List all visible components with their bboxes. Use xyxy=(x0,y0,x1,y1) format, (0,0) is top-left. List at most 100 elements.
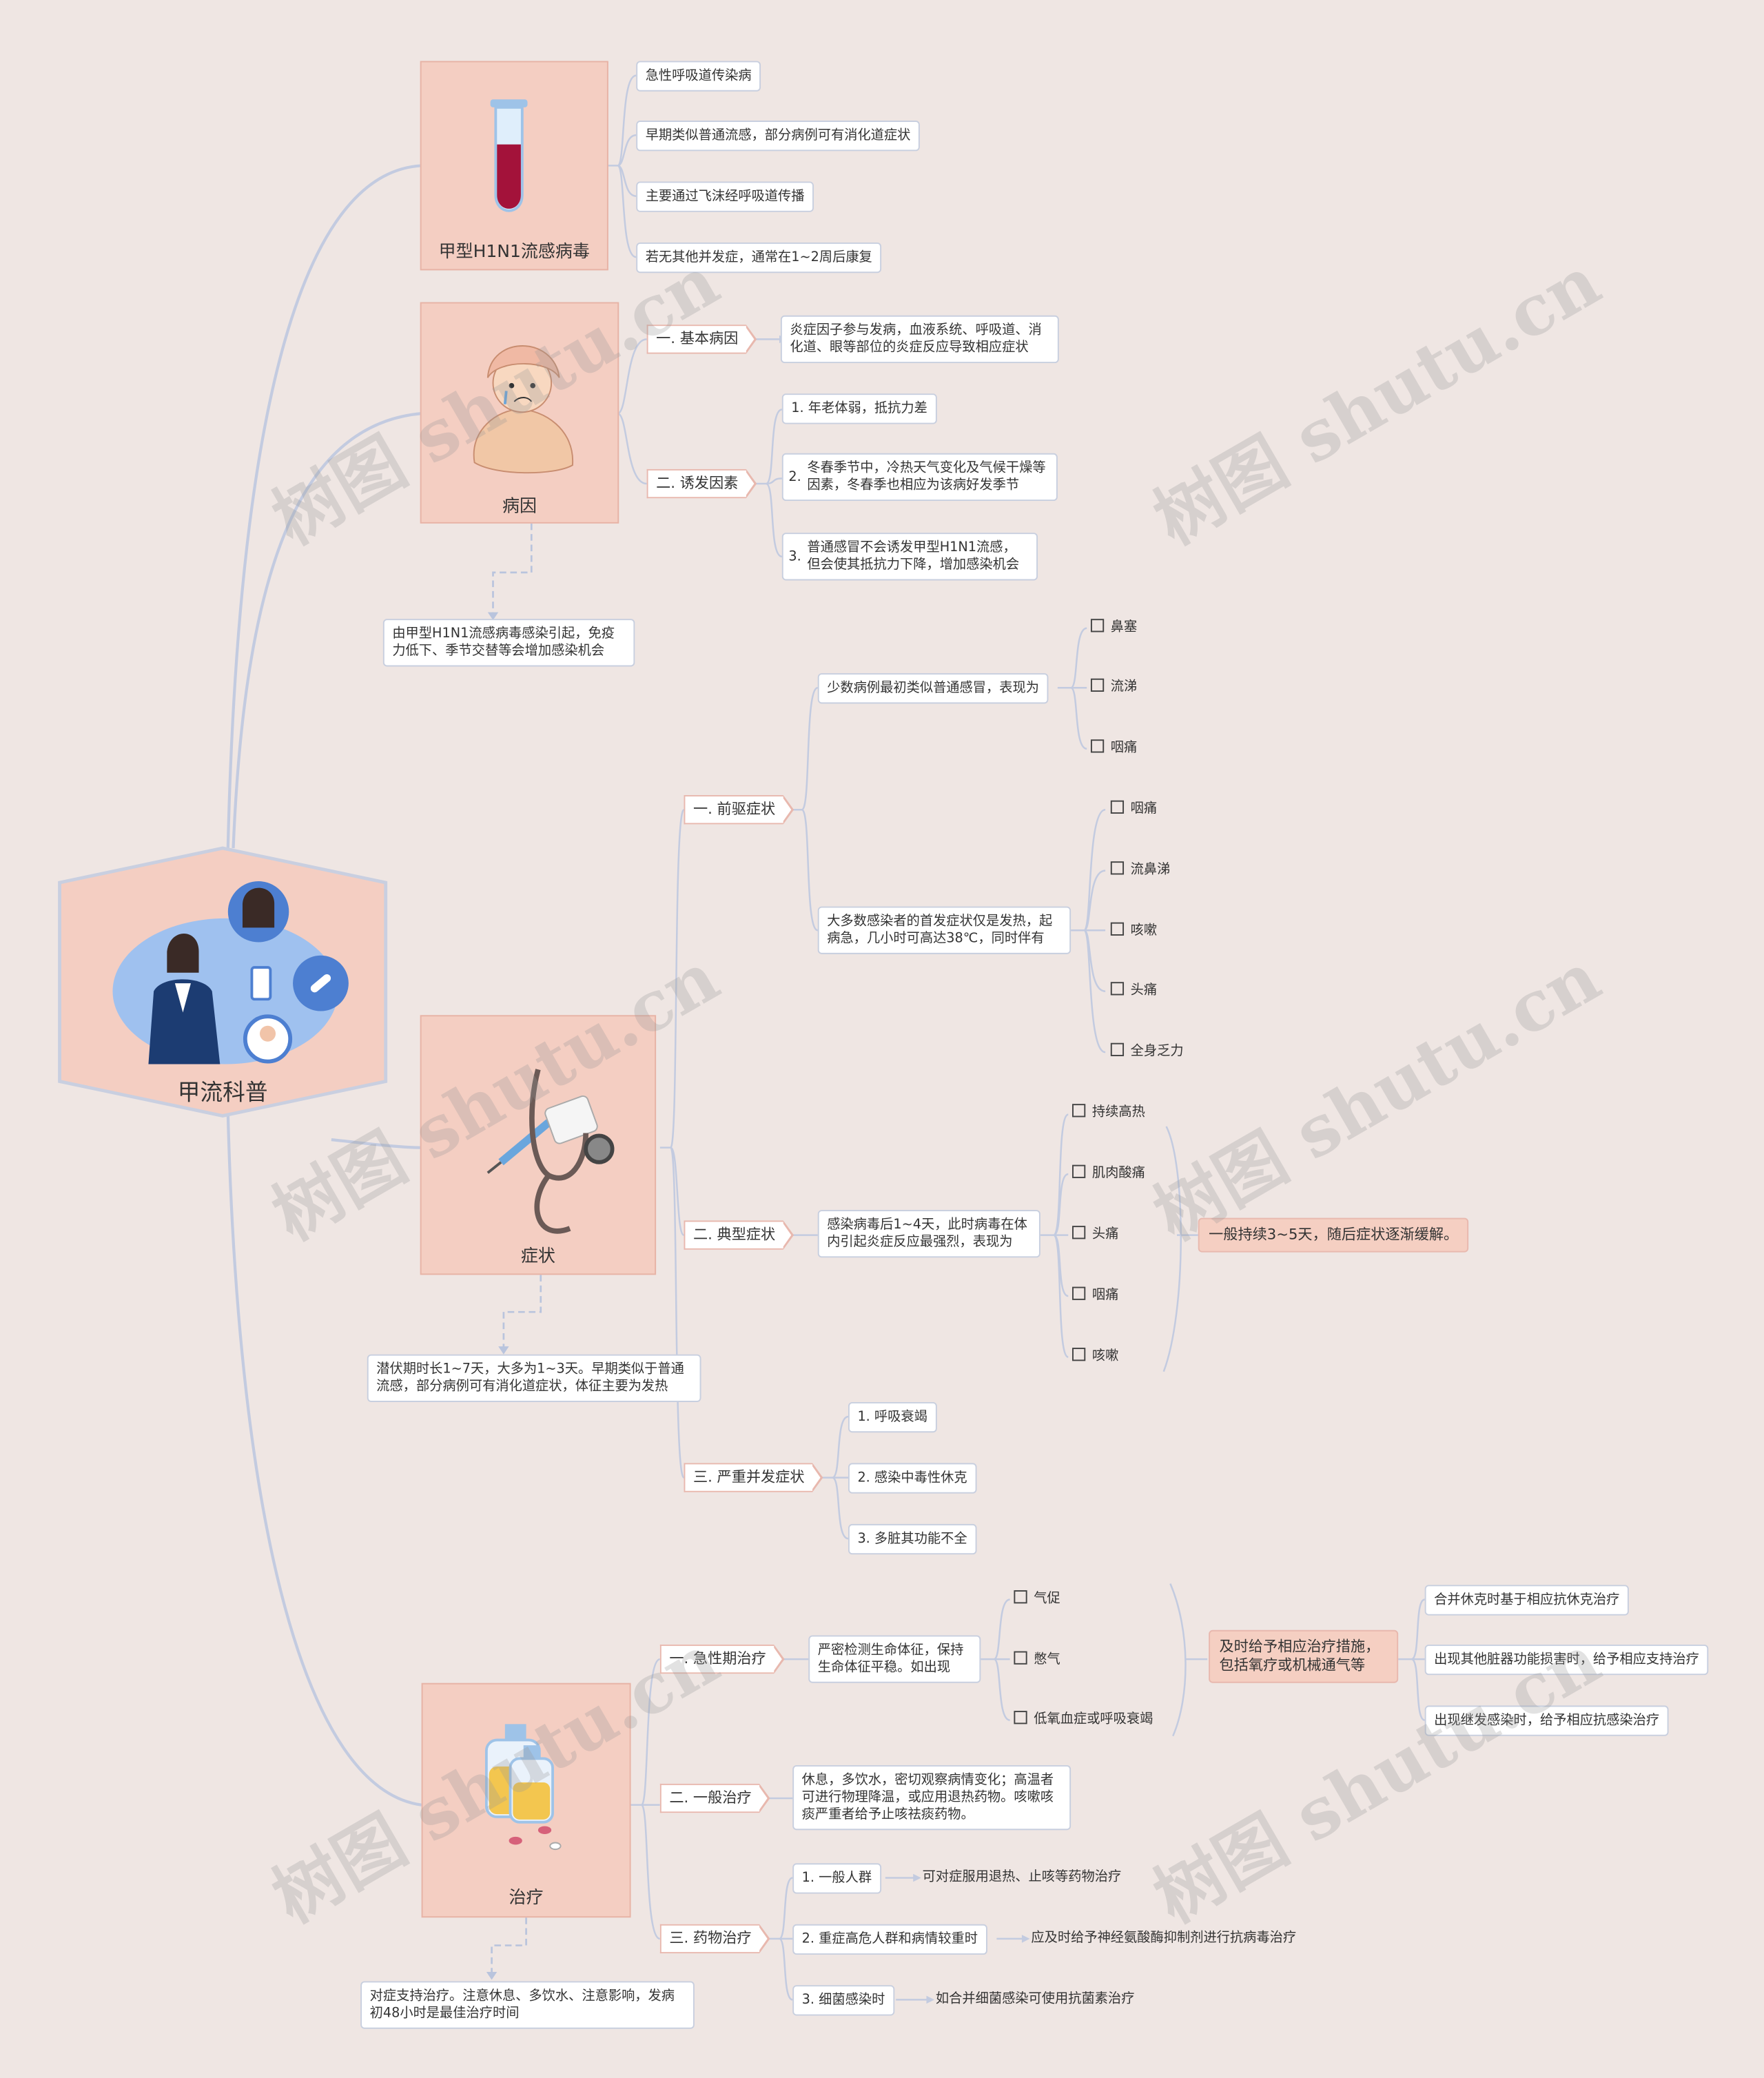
treatment-note[interactable]: 对症支持治疗。注意休息、多饮水、注意影响，发病初48小时是最佳治疗时间 xyxy=(360,1981,695,2029)
acute-item-3[interactable]: 低氧血症或呼吸衰竭 xyxy=(1014,1711,1153,1729)
trigger-item-1-text: 年老体弱，抵抗力差 xyxy=(808,401,927,416)
acute-action-item-3[interactable]: 出现继发感染时，给予相应抗感染治疗 xyxy=(1424,1705,1669,1736)
trigger-item-2[interactable]: 2. 冬春季节中，冷热天气变化及气候干燥等因素，冬春季也相应为该病好发季节 xyxy=(781,453,1058,502)
minority-item-1[interactable]: 鼻塞 xyxy=(1090,619,1138,637)
prodromal-branch[interactable]: 一. 前驱症状 xyxy=(684,795,794,825)
minority-item-2[interactable]: 流涕 xyxy=(1090,678,1137,697)
minority-item-1-text: 鼻塞 xyxy=(1110,620,1138,635)
root-hexagon xyxy=(58,846,388,1118)
typical-item-2-text: 肌肉酸痛 xyxy=(1091,1166,1145,1181)
severe-item-1-text: 呼吸衰竭 xyxy=(874,1410,927,1425)
acute-action-item-2[interactable]: 出现其他脏器功能损害时，给予相应支持治疗 xyxy=(1424,1644,1709,1676)
symptom-note[interactable]: 潜伏期时长1~7天，大多为1~3天。早期类似于普通流感，部分病例可有消化道症状，… xyxy=(367,1354,701,1402)
card-virus-title: 甲型H1N1流感病毒 xyxy=(438,242,590,263)
root-node[interactable]: 甲流科普 xyxy=(56,845,390,1118)
virus-item-4[interactable]: 若无其他并发症，通常在1~2周后康复 xyxy=(636,242,882,274)
cause-basic-text[interactable]: 炎症因子参与发病，血液系统、呼吸道、消化道、眼等部位的炎症反应导致相应症状 xyxy=(780,315,1059,364)
checkbox-icon xyxy=(1090,678,1105,692)
acute-action-item-1[interactable]: 合并休克时基于相应抗休克治疗 xyxy=(1424,1585,1629,1616)
drug-item-1-text[interactable]: 可对症服用退热、止咳等药物治疗 xyxy=(922,1869,1122,1885)
checkbox-icon xyxy=(1014,1711,1027,1725)
majority-item-5-text: 全身乏力 xyxy=(1130,1044,1184,1059)
typical-item-4-text: 咽痛 xyxy=(1091,1288,1119,1303)
checkbox-icon xyxy=(1110,800,1125,814)
medicine-bottle-icon xyxy=(484,1724,562,1851)
acute-branch[interactable]: 一. 急性期治疗 xyxy=(659,1644,785,1674)
drug-branch[interactable]: 三. 药物治疗 xyxy=(659,1924,770,1954)
severe-branch[interactable]: 三. 严重并发症状 xyxy=(684,1463,823,1492)
majority-item-3[interactable]: 咳嗽 xyxy=(1110,922,1157,941)
card-virus[interactable]: 甲型H1N1流感病毒 xyxy=(420,61,608,271)
virus-item-1[interactable]: 急性呼吸道传染病 xyxy=(636,61,761,92)
severe-item-1[interactable]: 1. 呼吸衰竭 xyxy=(848,1401,937,1433)
trigger-item-1[interactable]: 1. 年老体弱，抵抗力差 xyxy=(781,393,937,424)
acute-item-2-text: 憋气 xyxy=(1034,1652,1060,1667)
severe-item-2[interactable]: 2. 感染中毒性休克 xyxy=(848,1463,977,1494)
general-text[interactable]: 休息，多饮水，密切观察病情变化；高温者可进行物理降温，或应用退热药物。咳嗽咳痰严… xyxy=(792,1765,1071,1831)
stethoscope-icon xyxy=(486,1069,615,1234)
drug-item-1-label: 一般人群 xyxy=(819,1871,872,1886)
cause-trigger-branch[interactable]: 二. 诱发因素 xyxy=(646,469,757,499)
typical-item-2[interactable]: 肌肉酸痛 xyxy=(1072,1164,1145,1184)
checkbox-icon xyxy=(1014,1651,1027,1665)
typical-item-1[interactable]: 持续高热 xyxy=(1072,1104,1145,1122)
card-cause[interactable]: 病因 xyxy=(420,302,619,524)
general-branch[interactable]: 二. 一般治疗 xyxy=(659,1783,770,1813)
typical-item-4[interactable]: 咽痛 xyxy=(1072,1286,1119,1306)
acute-item-1[interactable]: 气促 xyxy=(1014,1590,1060,1609)
prodromal-majority[interactable]: 大多数感染者的首发症状仅是发热，起病急，几小时可高达38℃，同时伴有 xyxy=(817,906,1071,954)
prodromal-minority[interactable]: 少数病例最初类似普通感冒，表现为 xyxy=(817,673,1049,704)
trigger-item-3-num: 3. xyxy=(788,550,801,565)
virus-item-2[interactable]: 早期类似普通流感，部分病例可有消化道症状 xyxy=(636,121,920,152)
acute-item-3-text: 低氧血症或呼吸衰竭 xyxy=(1034,1712,1153,1727)
typical-item-3[interactable]: 头痛 xyxy=(1072,1226,1118,1244)
typical-item-1-text: 持续高热 xyxy=(1091,1105,1145,1120)
severe-item-2-num: 2. xyxy=(857,1470,870,1486)
acute-action[interactable]: 及时给予相应治疗措施，包括氧疗或机械通气等 xyxy=(1209,1629,1399,1683)
majority-item-2[interactable]: 流鼻涕 xyxy=(1110,861,1170,880)
majority-item-1[interactable]: 咽痛 xyxy=(1110,800,1157,819)
card-symptom[interactable]: 症状 xyxy=(420,1015,657,1275)
card-symptom-title: 症状 xyxy=(520,1246,555,1267)
card-treatment[interactable]: 治疗 xyxy=(421,1683,631,1918)
majority-item-5[interactable]: 全身乏力 xyxy=(1110,1042,1184,1062)
card-cause-title: 病因 xyxy=(502,497,537,517)
acute-item-1-text: 气促 xyxy=(1034,1592,1060,1607)
typical-item-5[interactable]: 咳嗽 xyxy=(1072,1348,1118,1366)
acute-text[interactable]: 严密检测生命体征，保持生命体征平稳。如出现 xyxy=(808,1635,981,1683)
checkbox-icon xyxy=(1014,1590,1027,1604)
checkbox-icon xyxy=(1110,922,1125,936)
drug-item-3-text[interactable]: 如合并细菌感染可使用抗菌素治疗 xyxy=(935,1991,1135,2007)
checkbox-icon xyxy=(1072,1286,1086,1300)
checkbox-icon xyxy=(1110,982,1125,996)
drug-item-3-label: 细菌感染时 xyxy=(819,1993,885,2008)
drug-item-3[interactable]: 3. 细菌感染时 xyxy=(792,1985,894,2016)
severe-item-3[interactable]: 3. 多脏其功能不全 xyxy=(848,1523,977,1555)
typical-summary[interactable]: 一般持续3~5天，随后症状逐渐缓解。 xyxy=(1198,1217,1469,1253)
majority-item-4-text: 头痛 xyxy=(1130,983,1158,998)
acute-item-2[interactable]: 憋气 xyxy=(1014,1651,1060,1670)
drug-item-2-num: 2. xyxy=(801,1932,815,1947)
trigger-item-2-text: 冬春季节中，冷热天气变化及气候干燥等因素，冬春季也相应为该病好发季节 xyxy=(807,461,1046,493)
checkbox-icon xyxy=(1072,1104,1086,1118)
drug-item-1[interactable]: 1. 一般人群 xyxy=(792,1863,881,1894)
majority-item-4[interactable]: 头痛 xyxy=(1110,982,1158,1000)
checkbox-icon xyxy=(1072,1164,1086,1178)
checkbox-icon xyxy=(1110,861,1125,875)
virus-item-3[interactable]: 主要通过飞沫经呼吸道传播 xyxy=(636,181,814,212)
cause-basic-branch[interactable]: 一. 基本病因 xyxy=(646,325,757,354)
typical-branch[interactable]: 二. 典型症状 xyxy=(684,1220,794,1250)
checkbox-icon xyxy=(1090,619,1105,632)
drug-item-2[interactable]: 2. 重症高危人群和病情较重时 xyxy=(792,1924,987,1955)
checkbox-icon xyxy=(1110,1042,1125,1056)
trigger-item-3[interactable]: 3. 普通感冒不会诱发甲型H1N1流感，但会使其抵抗力下降，增加感染机会 xyxy=(781,533,1038,581)
drug-item-3-num: 3. xyxy=(801,1993,815,2008)
typical-text[interactable]: 感染病毒后1~4天，此时病毒在体内引起炎症反应最强烈，表现为 xyxy=(817,1210,1040,1258)
drug-item-2-text[interactable]: 应及时给予神经氨酸酶抑制剂进行抗病毒治疗 xyxy=(1031,1931,1297,1946)
trigger-item-3-text: 普通感冒不会诱发甲型H1N1流感，但会使其抵抗力下降，增加感染机会 xyxy=(807,540,1020,573)
typical-item-3-text: 头痛 xyxy=(1091,1227,1119,1242)
cause-note[interactable]: 由甲型H1N1流感病毒感染引起，免疫力低下、季节交替等会增加感染机会 xyxy=(382,619,635,667)
minority-item-3[interactable]: 咽痛 xyxy=(1090,739,1137,758)
